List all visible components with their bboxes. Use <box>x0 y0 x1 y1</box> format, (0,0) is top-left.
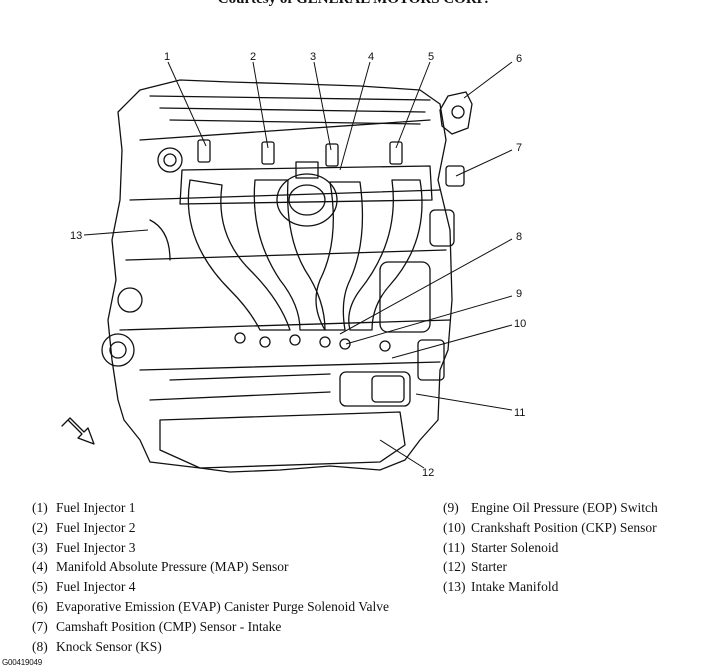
legend-text: Engine Oil Pressure (EOP) Switch <box>471 500 658 515</box>
cmp-sensor <box>445 165 465 187</box>
legend-item: (2) Fuel Injector 2 <box>32 518 389 538</box>
legend-text: Intake Manifold <box>471 579 559 595</box>
legend-num: (6) <box>32 598 48 614</box>
legend-text: Starter Solenoid <box>471 539 559 555</box>
page-title: Courtesy of GENERAL MOTORS CORP. <box>0 0 706 8</box>
legend-item: (7) Camshaft Position (CMP) Sensor - Inta… <box>32 617 389 637</box>
legend-item: (8) Knock Sensor (KS) <box>32 637 389 657</box>
callout-3: 3 <box>310 51 316 63</box>
callout-6: 6 <box>516 53 522 65</box>
legend-item: (3) Fuel Injector 3 <box>32 538 389 558</box>
engine-block-outline <box>107 79 453 473</box>
callout-5: 5 <box>428 51 434 63</box>
legend-num: (8) <box>32 638 48 654</box>
injector-1 <box>197 139 211 163</box>
legend-item: (9) Engine Oil Pressure (EOP) Switch <box>443 498 658 518</box>
legend-num: (5) <box>32 579 48 595</box>
callout-13: 13 <box>70 230 82 242</box>
legend-item: (6) Evaporative Emission (EVAP) Canister … <box>32 597 389 617</box>
legend-item: (4) Manifold Absolute Pressure (MAP) Sens… <box>32 557 389 577</box>
callout-11: 11 <box>514 407 525 419</box>
legend-item: (11) Starter Solenoid <box>443 538 658 558</box>
injector-2 <box>261 141 275 165</box>
legend-text: Starter <box>471 559 507 575</box>
intake-runner-3 <box>315 181 364 331</box>
legend-text: Evaporative Emission (EVAP) Canister Pur… <box>56 598 389 614</box>
leader-lines <box>83 61 513 469</box>
legend-num: (11) <box>443 539 465 555</box>
legend-text: Camshaft Position (CMP) Sensor - Intake <box>56 618 282 634</box>
legend-text: Knock Sensor (KS) <box>56 638 162 654</box>
legend-item: (13) Intake Manifold <box>443 577 658 597</box>
oil-pan <box>159 411 406 469</box>
callout-12: 12 <box>422 467 434 479</box>
callout-10: 10 <box>514 318 526 330</box>
front-direction-arrow <box>61 417 95 445</box>
evap-valve <box>439 91 473 135</box>
injector-3 <box>325 143 339 167</box>
callout-8: 8 <box>516 231 522 243</box>
legend-num: (13) <box>443 579 466 595</box>
callout-7: 7 <box>516 142 522 154</box>
crank-pulley <box>101 333 135 367</box>
legend-text: Crankshaft Position (CKP) Sensor <box>471 519 657 535</box>
callout-4: 4 <box>368 51 374 63</box>
legend-text: Manifold Absolute Pressure (MAP) Sensor <box>56 559 289 575</box>
injector-4 <box>389 141 403 165</box>
legend-text: Fuel Injector 3 <box>56 539 136 555</box>
engine-diagram: 1 2 3 4 5 6 7 8 9 10 11 12 13 <box>61 51 526 479</box>
legend-num: (9) <box>443 500 459 515</box>
legend-left: (1) Fuel Injector 1 (2) Fuel Injector 2 (3… <box>32 498 389 656</box>
legend-num: (2) <box>32 519 48 535</box>
legend-item: (1) Fuel Injector 1 <box>32 498 389 518</box>
callout-2: 2 <box>250 51 256 63</box>
starter-solenoid <box>371 375 405 403</box>
starter <box>339 371 411 407</box>
legend-num: (12) <box>443 559 466 575</box>
legend-num: (4) <box>32 559 48 575</box>
callout-1: 1 <box>164 51 170 63</box>
intake-runner-4 <box>348 179 423 331</box>
legend-text: Fuel Injector 2 <box>56 519 136 535</box>
legend-right: (9) Engine Oil Pressure (EOP) Switch (10)… <box>443 498 658 597</box>
legend-item: (5) Fuel Injector 4 <box>32 577 389 597</box>
image-id-label: G00419049 <box>2 658 43 667</box>
callout-9: 9 <box>516 288 522 300</box>
legend-item: (12) Starter <box>443 557 658 577</box>
intake-runner-1 <box>187 179 291 331</box>
legend-num: (7) <box>32 618 48 634</box>
legend-num: (1) <box>32 500 48 515</box>
legend-num: (3) <box>32 539 48 555</box>
legend-item: (10) Crankshaft Position (CKP) Sensor <box>443 518 658 538</box>
legend-text: Fuel Injector 1 <box>56 500 136 515</box>
legend-text: Fuel Injector 4 <box>56 579 136 595</box>
legend-num: (10) <box>443 519 466 535</box>
